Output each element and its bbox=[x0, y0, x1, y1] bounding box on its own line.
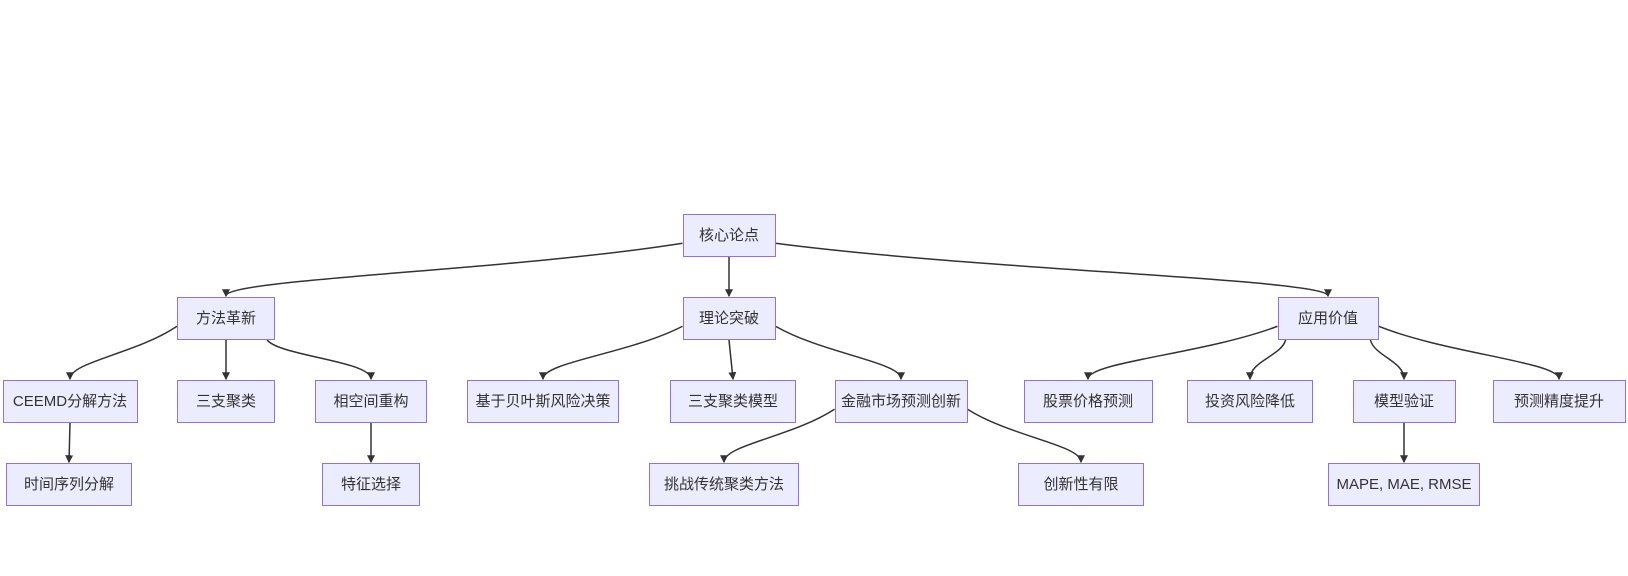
edge-apply-accuracy bbox=[1378, 325, 1563, 381]
edge-ceemd-tsdecomp bbox=[65, 422, 74, 464]
node-three-way-clustering: 三支聚类 bbox=[177, 380, 275, 423]
edge-apply-invest bbox=[1246, 339, 1287, 381]
node-bayesian-risk-decision: 基于贝叶斯风险决策 bbox=[467, 380, 619, 423]
node-theory-breakthrough: 理论突破 bbox=[682, 297, 776, 340]
node-financial-market-forecast-innovation: 金融市场预测创新 bbox=[834, 380, 968, 423]
node-prediction-accuracy-improvement: 预测精度提升 bbox=[1492, 380, 1626, 423]
edge-core-apply bbox=[775, 242, 1332, 298]
edge-core-method bbox=[222, 242, 683, 298]
edge-method-ceemd bbox=[66, 325, 178, 381]
node-limited-novelty: 创新性有限 bbox=[1018, 463, 1144, 506]
edge-finmarket-limited bbox=[967, 408, 1085, 464]
edge-theory-finmarket bbox=[775, 325, 905, 381]
node-stock-price-prediction: 股票价格预测 bbox=[1023, 380, 1153, 423]
node-three-way-clustering-model: 三支聚类模型 bbox=[670, 380, 796, 423]
node-method-innovation: 方法革新 bbox=[177, 297, 275, 340]
edge-apply-validate bbox=[1369, 339, 1408, 381]
node-application-value: 应用价值 bbox=[1277, 297, 1379, 340]
node-investment-risk-reduction: 投资风险降低 bbox=[1187, 380, 1313, 423]
node-phase-space-reconstruction: 相空间重构 bbox=[315, 380, 427, 423]
node-challenge-traditional-clustering: 挑战传统聚类方法 bbox=[649, 463, 799, 506]
node-core-thesis: 核心论点 bbox=[682, 214, 776, 257]
edges-group bbox=[65, 242, 1563, 464]
node-mape-mae-rmse: MAPE, MAE, RMSE bbox=[1328, 463, 1480, 506]
edge-method-phase bbox=[266, 339, 375, 381]
edge-theory-bayes bbox=[539, 325, 683, 381]
node-time-series-decomposition: 时间序列分解 bbox=[6, 463, 132, 506]
node-ceemd-decomposition-method: CEEMD分解方法 bbox=[2, 380, 138, 423]
node-model-validation: 模型验证 bbox=[1352, 380, 1456, 423]
node-feature-selection: 特征选择 bbox=[322, 463, 420, 506]
edge-apply-stock bbox=[1084, 325, 1278, 381]
edge-finmarket-challenge bbox=[720, 408, 835, 464]
edge-theory-twcmodel bbox=[728, 339, 737, 381]
